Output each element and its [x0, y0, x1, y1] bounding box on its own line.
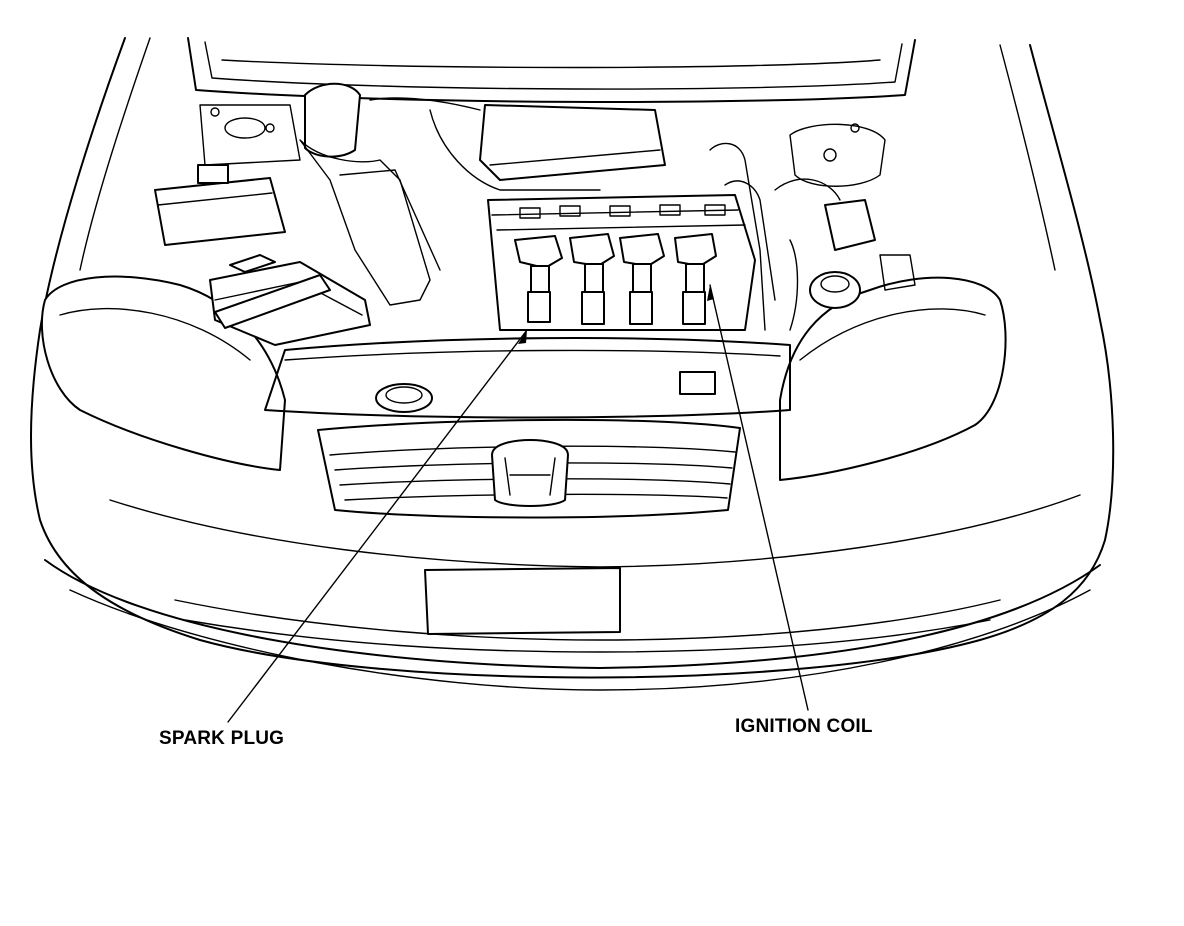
license-plate: [424, 567, 621, 635]
battery: [209, 254, 371, 346]
spark-plug-leader: [227, 329, 528, 723]
ignition-coil-1: [514, 235, 563, 323]
grille: [317, 418, 741, 519]
emblem: [491, 439, 569, 507]
relay-box: [154, 164, 286, 246]
right-strut-tower: [789, 123, 886, 187]
ignition-coil-3: [619, 233, 665, 325]
spark-plug-label: SPARK PLUG: [159, 728, 285, 749]
air-cleaner: [299, 82, 481, 306]
brake-reservoir: [809, 199, 916, 309]
hood: [187, 37, 916, 103]
ignition-coil-arrowhead: [707, 285, 714, 301]
ignition-coils: [514, 233, 717, 325]
ignition-coil-leader: [709, 284, 809, 711]
hoses-right: [709, 142, 841, 331]
ignition-coil-label: IGNITION COIL: [735, 716, 873, 737]
leader-lines: [227, 284, 809, 723]
car-body: [30, 37, 1115, 691]
intake-box: [429, 104, 666, 191]
ignition-coil-2: [569, 233, 615, 325]
ignition-coil-4: [674, 233, 717, 325]
left-strut-tower: [199, 104, 301, 166]
spark-plug-arrowhead: [518, 330, 527, 344]
right-headlight: [779, 276, 1007, 481]
radiator-support: [264, 337, 791, 419]
radiator-cap: [375, 383, 433, 413]
